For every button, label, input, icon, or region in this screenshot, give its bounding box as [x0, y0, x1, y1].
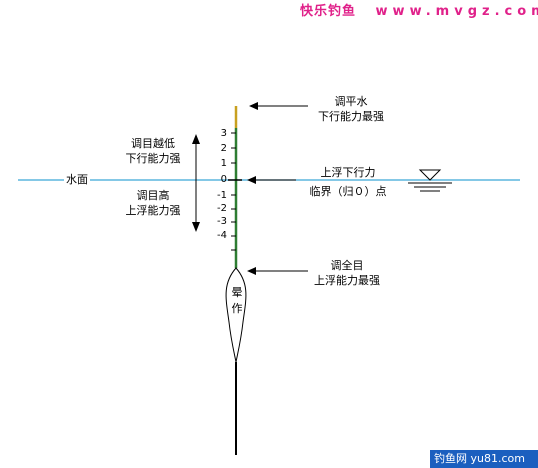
float-body-char-1: 晕	[231, 286, 243, 299]
label-full-setting-line2: 上浮能力最强	[314, 274, 380, 287]
label-critical-point-line2: 临界（归０）点	[309, 185, 387, 198]
range-double-arrow	[192, 134, 200, 232]
label-low-setting: 调目越低 下行能力强	[118, 136, 188, 166]
tick-label: 3	[220, 128, 227, 139]
label-full-setting: 调全目 上浮能力最强	[302, 258, 392, 288]
label-flat-water-line1: 调平水	[334, 95, 368, 108]
water-surface-label: 水面	[64, 172, 90, 187]
tick-label: -2	[217, 203, 227, 214]
tick-label: -4	[217, 230, 227, 241]
label-low-setting-line1: 调目越低	[131, 137, 175, 150]
label-flat-water-line2: 下行能力最强	[318, 110, 384, 123]
tick-marks	[228, 132, 242, 251]
water-level-icon	[408, 169, 452, 192]
footer-badge: 钓鱼网 yu81.com	[430, 450, 538, 468]
tick-label: -3	[217, 216, 227, 227]
label-critical-point-line1: 上浮下行力	[320, 166, 376, 179]
site-header: 快乐钓鱼 www.mvgz.com	[300, 0, 538, 19]
pointer-arrow-middle	[247, 176, 296, 184]
tick-label: 0	[220, 174, 227, 185]
site-brand: 快乐钓鱼	[300, 4, 357, 19]
site-url: www.mvgz.com	[375, 4, 538, 19]
label-flat-water: 调平水 下行能力最强	[306, 94, 396, 124]
label-high-setting: 调目高 上浮能力强	[118, 188, 188, 218]
label-high-setting-line2: 上浮能力强	[125, 204, 181, 217]
label-full-setting-line1: 调全目	[330, 259, 364, 272]
label-low-setting-line2: 下行能力强	[125, 152, 181, 165]
float-body-text: 晕 作	[228, 285, 246, 317]
tick-label: -1	[217, 190, 227, 201]
pointer-arrow-top	[249, 102, 308, 110]
label-critical-point: 上浮下行力 临界（归０）点	[296, 165, 400, 199]
tick-label: 2	[220, 143, 227, 154]
pointer-arrow-bottom	[247, 267, 308, 275]
float-body-char-2: 作	[231, 302, 243, 315]
tick-label: 1	[220, 158, 227, 169]
label-high-setting-line1: 调目高	[136, 189, 170, 202]
